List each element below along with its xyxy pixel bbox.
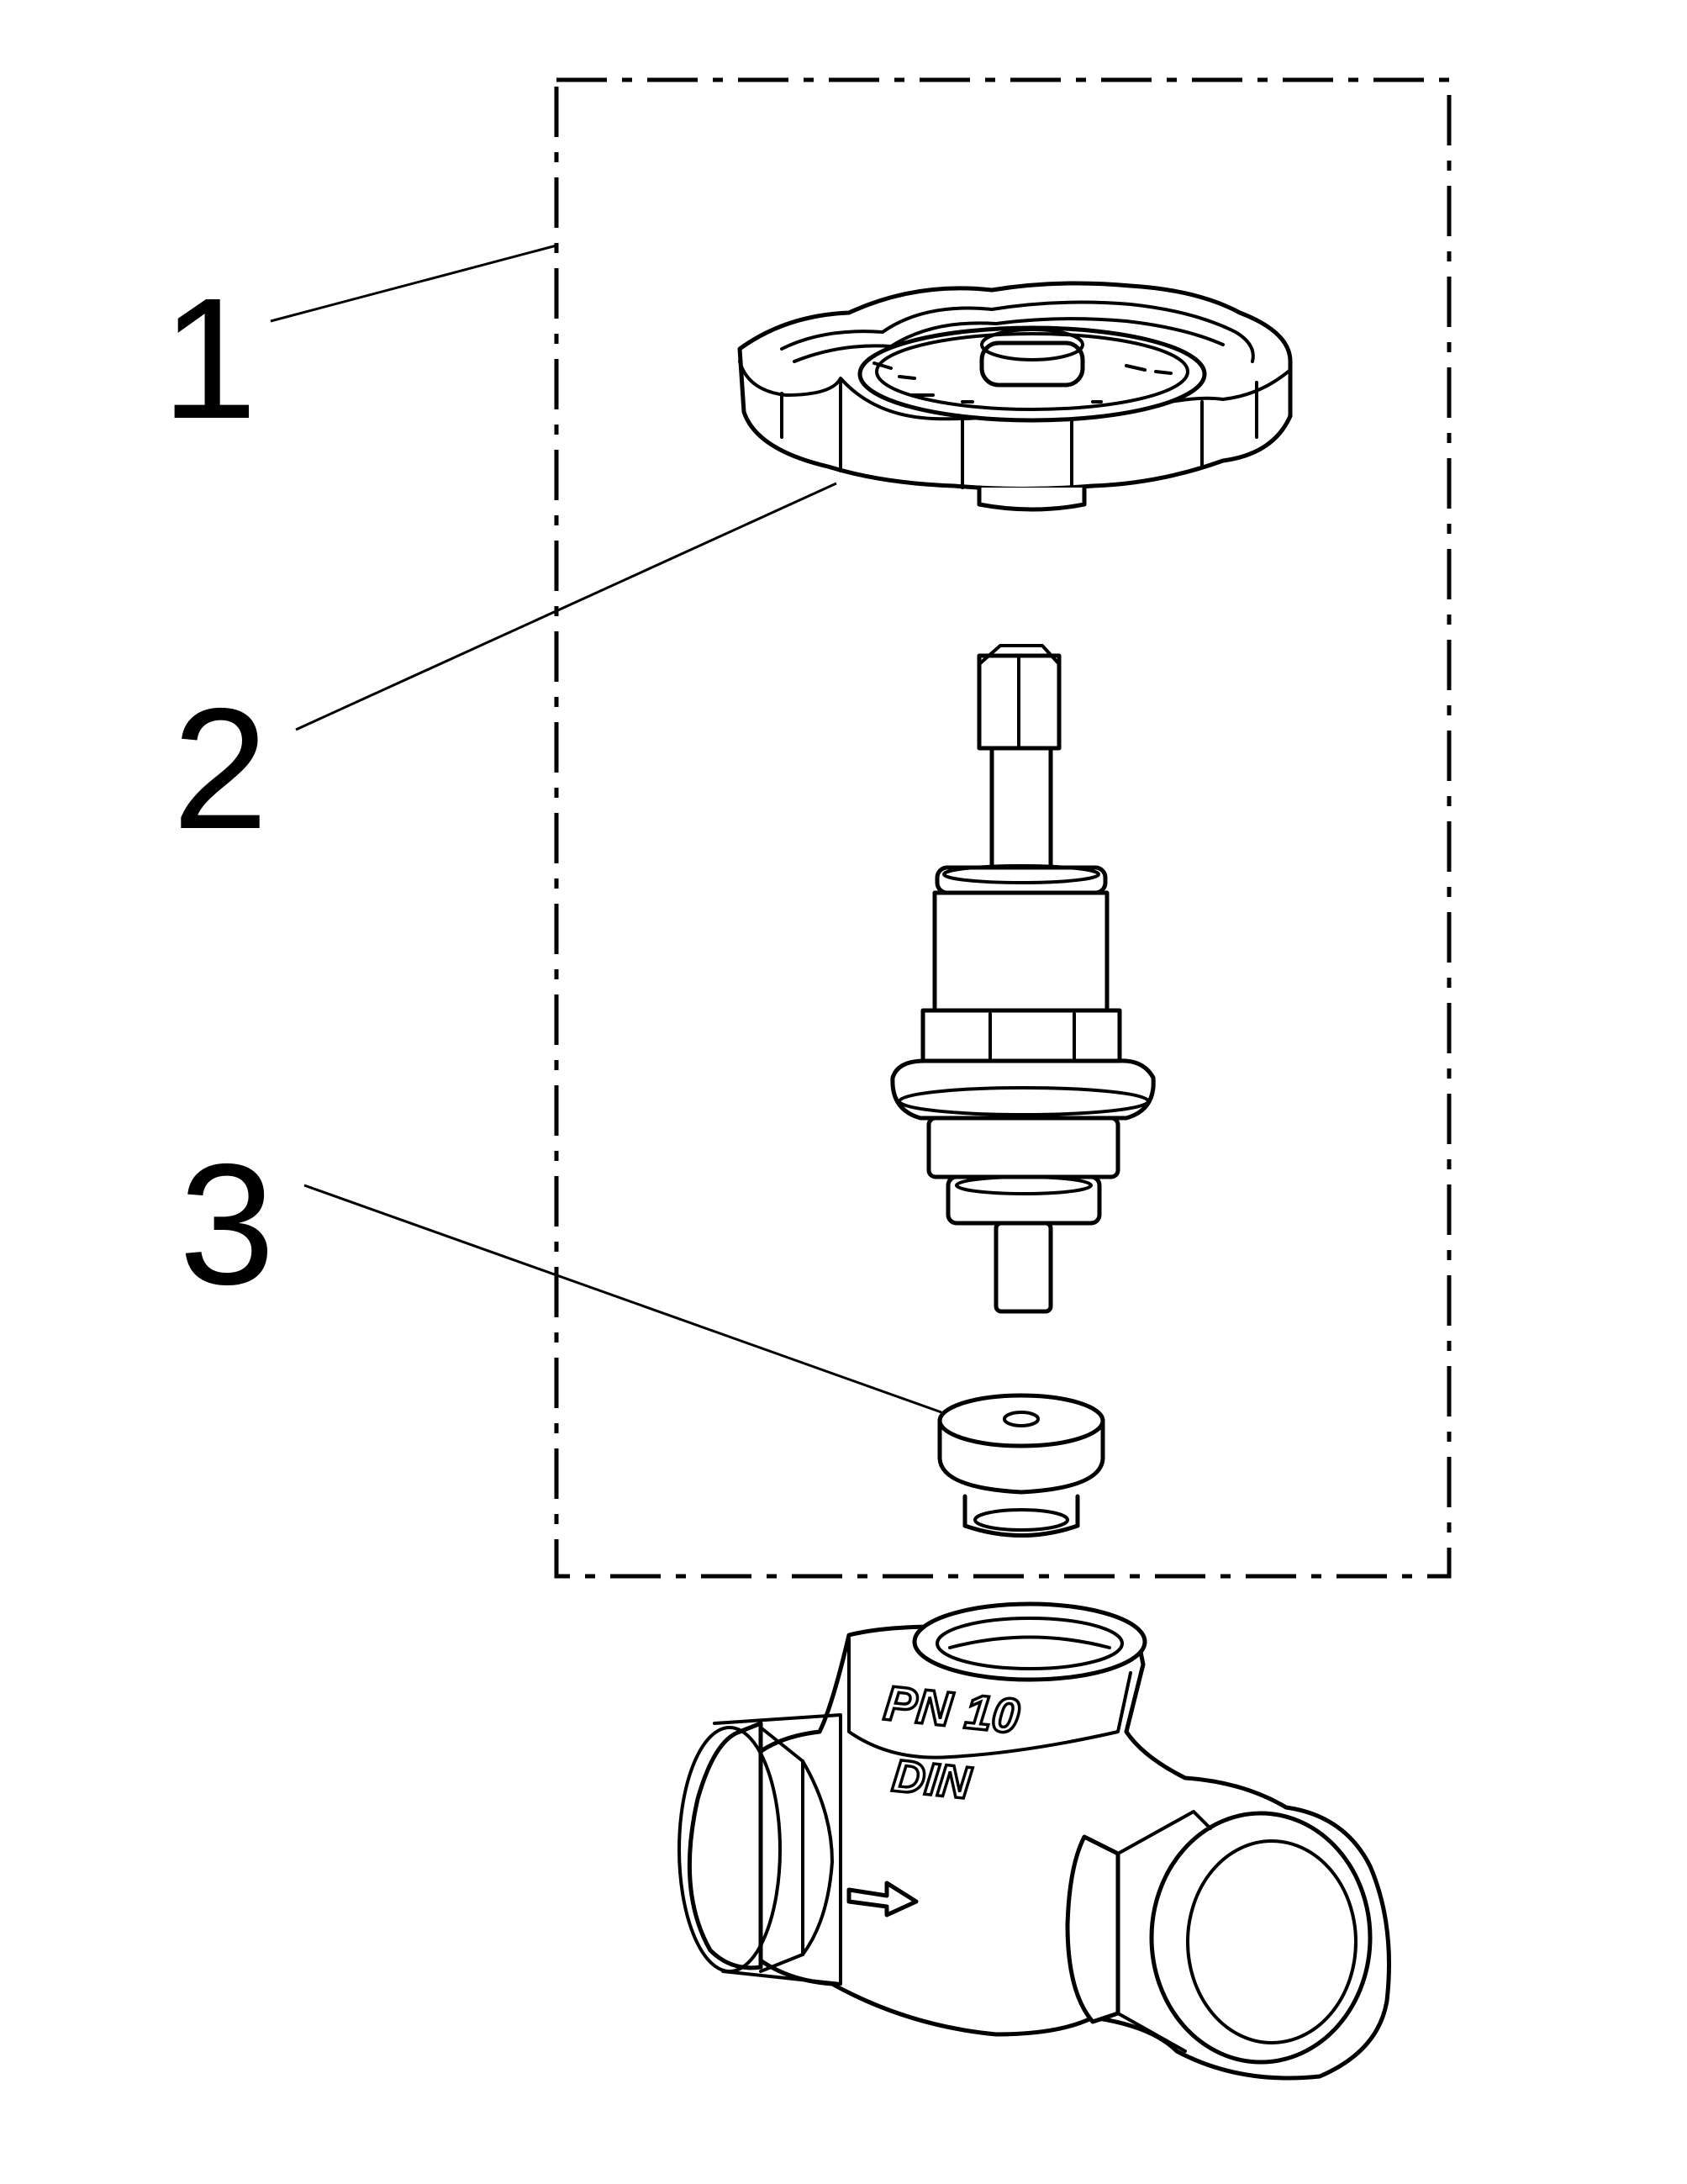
headpart-stem: [890, 644, 1156, 1314]
callout-number-3: 3: [179, 1128, 275, 1321]
callout-number-2: 2: [172, 673, 268, 865]
handwheel: [737, 281, 1293, 512]
leader-line-1: [270, 244, 557, 323]
leader-line-2: [295, 482, 837, 731]
callout-number-1: 1: [161, 262, 257, 455]
valve-body: PN 10 DIN: [677, 1601, 1391, 2081]
din-standard-marking: DIN: [890, 1750, 974, 1808]
assembly-boundary-frame: [554, 77, 1452, 1579]
valve-washer: [937, 1393, 1105, 1538]
leader-line-3: [303, 1184, 942, 1414]
